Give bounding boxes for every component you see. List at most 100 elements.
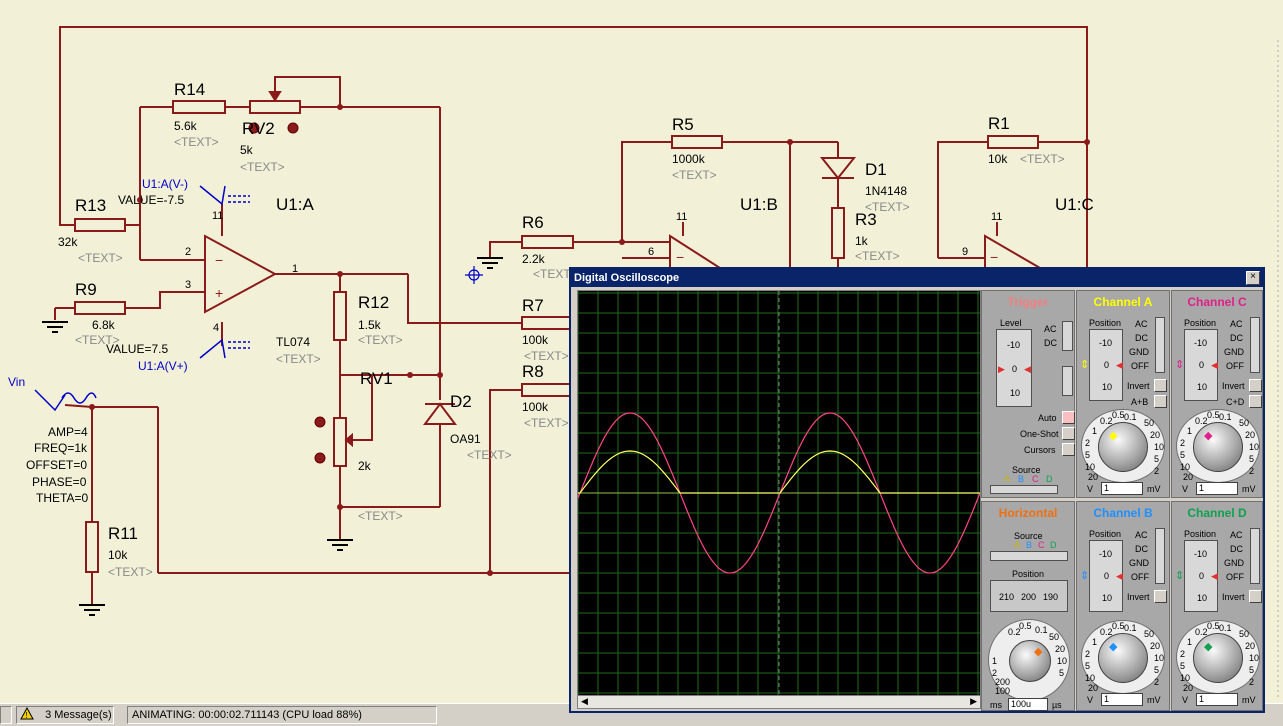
channel-a-tick-mid: 0 — [1104, 360, 1110, 370]
trigger-auto-button[interactable] — [1062, 411, 1075, 424]
ch-a-v5: 2 — [1085, 438, 1091, 448]
d2-diode[interactable] — [423, 402, 457, 425]
trigger-edge-switch[interactable] — [1062, 366, 1073, 396]
channel-a-unit-v: V — [1087, 484, 1094, 494]
r13-body[interactable] — [74, 218, 126, 232]
channel-c-ac-label: AC — [1230, 319, 1243, 329]
channel-b-ac-label: AC — [1135, 530, 1148, 540]
rv2-body[interactable] — [249, 100, 301, 114]
channel-c-combine-button[interactable] — [1249, 395, 1262, 408]
channel-d-ac-label: AC — [1230, 530, 1243, 540]
scope-screen[interactable] — [577, 290, 981, 697]
horizontal-position-label: Position — [1012, 569, 1045, 579]
horizontal-scrollbar[interactable]: ◀ ▶ — [577, 695, 981, 709]
timebase-knob[interactable]: ◆ — [1009, 640, 1051, 682]
channel-a-coupling-switch[interactable] — [1155, 317, 1165, 373]
messages-button[interactable]: ! 3 Message(s) — [16, 706, 114, 724]
pot-buttons[interactable] — [248, 122, 326, 464]
oscilloscope-titlebar[interactable]: Digital Oscilloscope — [571, 269, 1263, 287]
d1-diode[interactable] — [819, 157, 857, 180]
channel-c-gain-knob[interactable]: ◆ — [1193, 422, 1243, 472]
trigger-coupling-switch[interactable] — [1062, 321, 1073, 351]
horizontal-timebase-scale: 0.5 0.2 0.1 50 20 10 5 2 1 200 100 ◆ — [988, 619, 1070, 701]
ch-a-v1: 0.2 — [1100, 416, 1113, 426]
hpos-200: 200 — [1021, 592, 1037, 602]
ch-b-v12: 2 — [1154, 677, 1160, 687]
ch-c-v8: 10 — [1249, 442, 1260, 452]
r1-body[interactable] — [987, 135, 1039, 149]
channel-c-coupling-switch[interactable] — [1250, 317, 1260, 373]
vin-source-icon[interactable] — [34, 389, 97, 412]
channel-b-tick-mid: 0 — [1104, 571, 1110, 581]
tb-20: 20 — [1055, 644, 1066, 654]
status-corner — [0, 706, 12, 724]
channel-b-coupling-switch[interactable] — [1155, 528, 1165, 584]
channel-c-combine-label: C+D — [1226, 397, 1245, 407]
probe-cross-icon[interactable] — [465, 266, 483, 284]
r8-body[interactable] — [521, 383, 574, 397]
channel-a-gain-knob[interactable]: ◆ — [1098, 422, 1148, 472]
channel-c-tick-top: -10 — [1194, 338, 1208, 348]
trigger-cursors-button[interactable] — [1062, 443, 1075, 456]
channel-b-gnd-label: GND — [1129, 558, 1149, 568]
horizontal-timebase-field[interactable]: 100u — [1008, 698, 1048, 711]
channel-b-gain-knob[interactable]: ◆ — [1098, 633, 1148, 683]
oscilloscope-window[interactable]: Digital Oscilloscope × ◀ ▶ Trigger Level… — [569, 267, 1265, 713]
tb-1: 1 — [992, 656, 998, 666]
trigger-oneshot-button[interactable] — [1062, 427, 1075, 440]
r6-text: <TEXT> — [533, 267, 578, 281]
r13-value: 32k — [58, 235, 78, 249]
horizontal-unit-us: µs — [1052, 700, 1062, 710]
ch-c-v6: 20 — [1245, 430, 1256, 440]
channel-b-gain-field[interactable]: 1 — [1101, 693, 1143, 706]
channel-d-gain-knob[interactable]: ◆ — [1193, 633, 1243, 683]
ch-b-v4: 50 — [1144, 629, 1155, 639]
channel-d-off-label: OFF — [1226, 572, 1244, 582]
schematic-canvas[interactable]: −+ −− — [0, 0, 1283, 703]
r5-body[interactable] — [671, 135, 723, 149]
channel-a-invert-button[interactable] — [1154, 379, 1167, 392]
channel-a-gain-field[interactable]: 1 — [1101, 482, 1143, 495]
close-button[interactable]: × — [1246, 271, 1260, 285]
trigger-source-slider[interactable] — [990, 485, 1058, 494]
rv1-body[interactable] — [333, 417, 347, 467]
d1-ref: D1 — [865, 160, 887, 179]
channel-a-combine-button[interactable] — [1154, 395, 1167, 408]
horizontal-position-dial[interactable]: 210 200 190 — [990, 580, 1068, 612]
r11-body[interactable] — [85, 521, 99, 573]
tb-200: 200 — [995, 677, 1011, 687]
r7-body[interactable] — [521, 316, 574, 330]
r7-text: <TEXT> — [524, 349, 569, 363]
ch-a-v12: 2 — [1154, 466, 1160, 476]
channel-c-invert-button[interactable] — [1249, 379, 1262, 392]
r12-body[interactable] — [333, 291, 347, 341]
ch-b-v5: 2 — [1085, 649, 1091, 659]
scroll-right-icon[interactable]: ▶ — [970, 696, 977, 706]
channel-c-gnd-label: GND — [1224, 347, 1244, 357]
channel-d-coupling-switch[interactable] — [1250, 528, 1260, 584]
ch-c-v2: 0.1 — [1219, 412, 1232, 422]
r14-body[interactable] — [172, 100, 226, 114]
r9-body[interactable] — [74, 301, 126, 315]
channel-d-invert-button[interactable] — [1249, 590, 1262, 603]
u1a-opamp[interactable] — [204, 234, 278, 314]
trigger-level-slider[interactable]: -10 0 10 ▶ ◀ — [996, 329, 1032, 407]
channel-d-gain-pointer-icon: ◆ — [1204, 641, 1213, 653]
channel-a-gnd-label: GND — [1129, 347, 1149, 357]
channel-c-gain-field[interactable]: 1 — [1196, 482, 1238, 495]
channel-d-gain-field[interactable]: 1 — [1196, 693, 1238, 706]
r3-body[interactable] — [831, 207, 845, 259]
ch-b-v7: 5 — [1085, 661, 1091, 671]
channel-b-invert-button[interactable] — [1154, 590, 1167, 603]
scroll-left-icon[interactable]: ◀ — [581, 696, 588, 706]
horizontal-source-slider[interactable] — [990, 551, 1068, 561]
hpos-210: 210 — [999, 592, 1015, 602]
rv2-ref: RV2 — [242, 119, 275, 138]
u1b-pin-11: 11 — [676, 211, 688, 223]
channel-c-unit-v: V — [1182, 484, 1189, 494]
r6-body[interactable] — [521, 235, 574, 249]
